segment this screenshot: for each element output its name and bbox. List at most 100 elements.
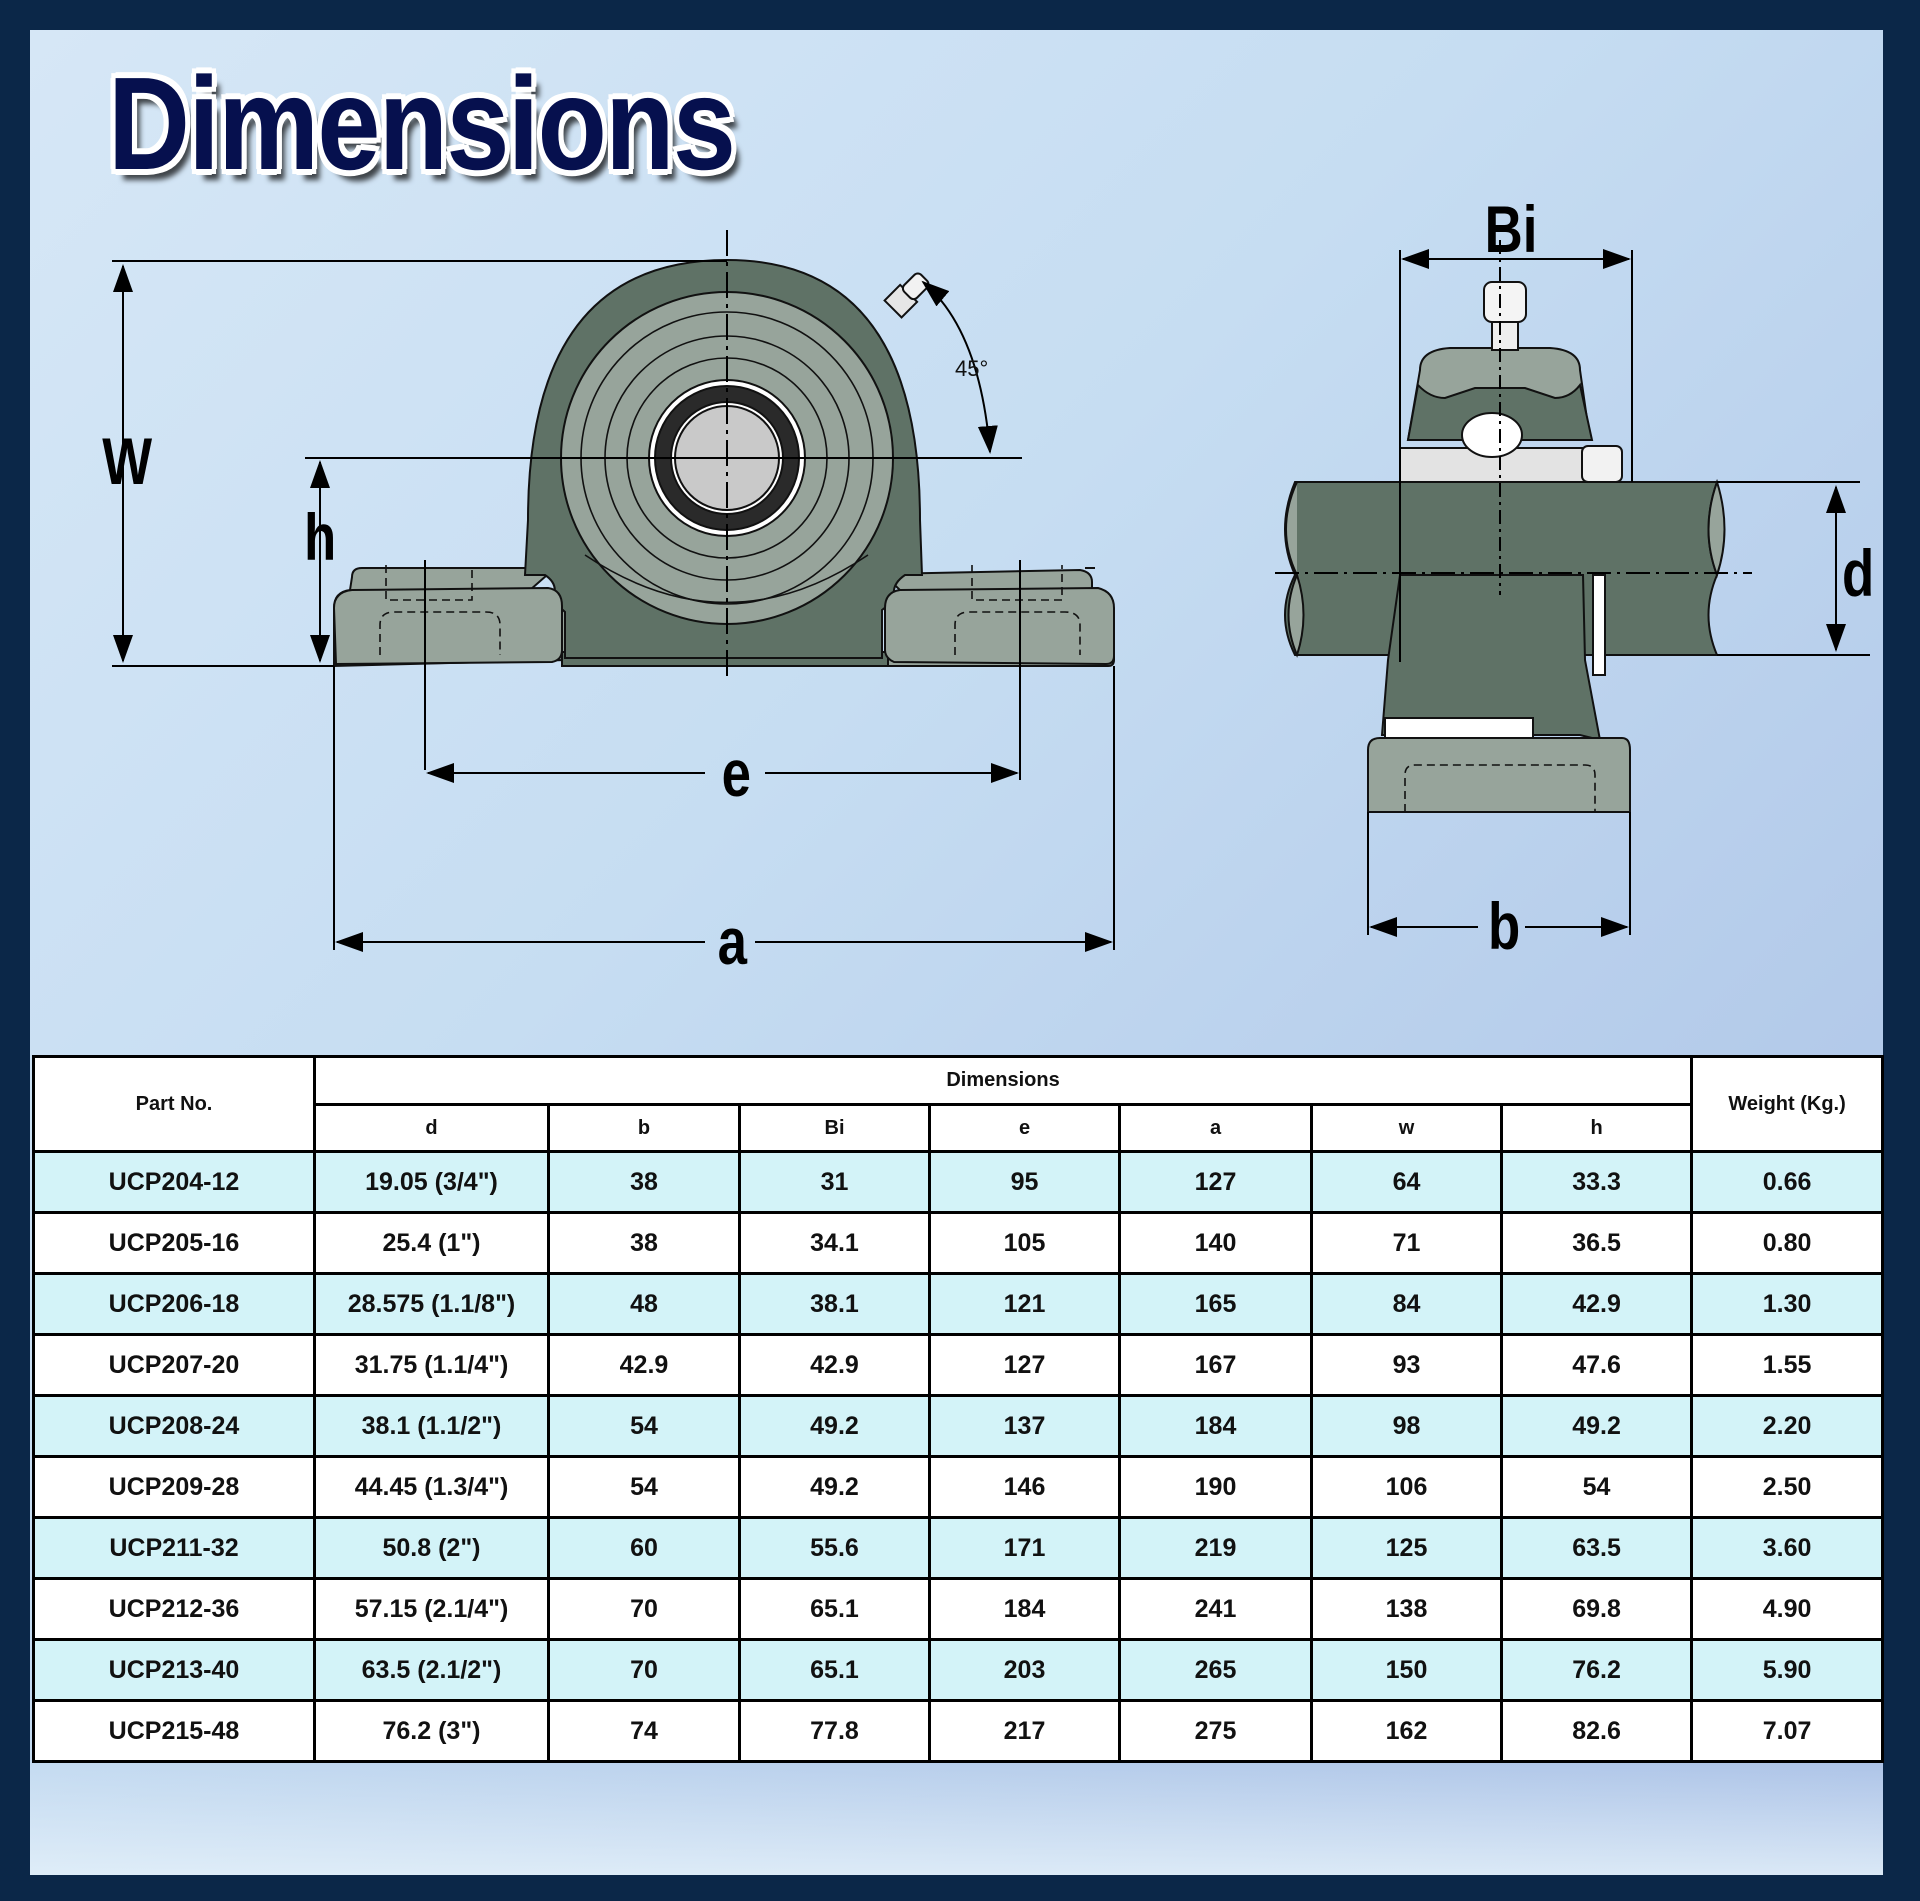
page-title: Dimensions xyxy=(108,50,736,197)
cell-a: 127 xyxy=(1118,1150,1313,1214)
cell-d: 25.4 (1") xyxy=(313,1211,550,1275)
cell-a: 265 xyxy=(1118,1638,1313,1702)
cell-weight: 3.60 xyxy=(1690,1516,1885,1580)
cell-bi: 49.2 xyxy=(738,1394,931,1458)
table-row: UCP211-32 50.8 (2") 60 55.6 171 219 125 … xyxy=(32,1516,1885,1580)
front-view-pillow-block xyxy=(332,258,1115,668)
cell-a: 167 xyxy=(1118,1333,1313,1397)
cell-weight: 7.07 xyxy=(1690,1699,1885,1763)
cell-e: 184 xyxy=(928,1577,1121,1641)
cell-d: 57.15 (2.1/4") xyxy=(313,1577,550,1641)
table-row: UCP205-16 25.4 (1") 38 34.1 105 140 71 3… xyxy=(32,1211,1885,1275)
cell-e: 105 xyxy=(928,1211,1121,1275)
cell-bi: 34.1 xyxy=(738,1211,931,1275)
cell-h: 42.9 xyxy=(1499,1272,1694,1336)
cell-w: 150 xyxy=(1310,1638,1503,1702)
cell-weight: 1.30 xyxy=(1690,1272,1885,1336)
cell-bi: 65.1 xyxy=(738,1638,931,1702)
cell-weight: 1.55 xyxy=(1690,1333,1885,1397)
cell-w: 71 xyxy=(1310,1211,1503,1275)
cell-part: UCP212-36 xyxy=(32,1577,316,1641)
cell-bi: 55.6 xyxy=(738,1516,931,1580)
cell-b: 38 xyxy=(547,1211,741,1275)
cell-w: 162 xyxy=(1310,1699,1503,1763)
cell-w: 138 xyxy=(1310,1577,1503,1641)
cell-weight: 0.66 xyxy=(1690,1150,1885,1214)
header-d: d xyxy=(313,1103,550,1153)
cell-part: UCP206-18 xyxy=(32,1272,316,1336)
cell-a: 219 xyxy=(1118,1516,1313,1580)
table-row: UCP206-18 28.575 (1.1/8") 48 38.1 121 16… xyxy=(32,1272,1885,1336)
label-h: h xyxy=(304,500,337,574)
header-dimensions: Dimensions xyxy=(312,1055,1694,1106)
label-b: b xyxy=(1488,889,1521,963)
cell-weight: 2.20 xyxy=(1690,1394,1885,1458)
cell-h: 63.5 xyxy=(1499,1516,1694,1580)
table-row: UCP213-40 63.5 (2.1/2") 70 65.1 203 265 … xyxy=(32,1638,1885,1702)
table-row: UCP215-48 76.2 (3") 74 77.8 217 275 162 … xyxy=(32,1699,1885,1763)
cell-a: 241 xyxy=(1118,1577,1313,1641)
cell-h: 82.6 xyxy=(1499,1699,1694,1763)
cell-a: 190 xyxy=(1118,1455,1313,1519)
cell-part: UCP207-20 xyxy=(32,1333,316,1397)
cell-h: 76.2 xyxy=(1499,1638,1694,1702)
label-e: e xyxy=(721,736,752,810)
cell-w: 106 xyxy=(1310,1455,1503,1519)
header-w: w xyxy=(1310,1103,1503,1153)
cell-a: 140 xyxy=(1118,1211,1313,1275)
cell-w: 98 xyxy=(1310,1394,1503,1458)
cell-part: UCP205-16 xyxy=(32,1211,316,1275)
cell-h: 69.8 xyxy=(1499,1577,1694,1641)
cell-weight: 4.90 xyxy=(1690,1577,1885,1641)
cell-b: 38 xyxy=(547,1150,741,1214)
table-row: UCP212-36 57.15 (2.1/4") 70 65.1 184 241… xyxy=(32,1577,1885,1641)
cell-d: 44.45 (1.3/4") xyxy=(313,1455,550,1519)
cell-w: 125 xyxy=(1310,1516,1503,1580)
cell-part: UCP204-12 xyxy=(32,1150,316,1214)
cell-e: 127 xyxy=(928,1333,1121,1397)
label-a: a xyxy=(717,904,748,978)
cell-a: 275 xyxy=(1118,1699,1313,1763)
side-view-pillow-block xyxy=(1284,281,1726,813)
table-row: UCP207-20 31.75 (1.1/4") 42.9 42.9 127 1… xyxy=(32,1333,1885,1397)
table-row: UCP204-12 19.05 (3/4") 38 31 95 127 64 3… xyxy=(32,1150,1885,1214)
header-e: e xyxy=(928,1103,1121,1153)
dimensions-table: Part No. Dimensions Weight (Kg.) d b Bi … xyxy=(32,1055,1885,1763)
cell-bi: 77.8 xyxy=(738,1699,931,1763)
cell-weight: 0.80 xyxy=(1690,1211,1885,1275)
header-weight: Weight (Kg.) xyxy=(1690,1055,1885,1153)
table-row: UCP208-24 38.1 (1.1/2") 54 49.2 137 184 … xyxy=(32,1394,1885,1458)
cell-b: 48 xyxy=(547,1272,741,1336)
cell-b: 74 xyxy=(547,1699,741,1763)
cell-part: UCP211-32 xyxy=(32,1516,316,1580)
cell-b: 54 xyxy=(547,1455,741,1519)
cell-d: 28.575 (1.1/8") xyxy=(313,1272,550,1336)
header-a: a xyxy=(1118,1103,1313,1153)
cell-e: 217 xyxy=(928,1699,1121,1763)
cell-a: 165 xyxy=(1118,1272,1313,1336)
cell-bi: 65.1 xyxy=(738,1577,931,1641)
cell-part: UCP208-24 xyxy=(32,1394,316,1458)
table-row: UCP209-28 44.45 (1.3/4") 54 49.2 146 190… xyxy=(32,1455,1885,1519)
cell-h: 33.3 xyxy=(1499,1150,1694,1214)
cell-b: 54 xyxy=(547,1394,741,1458)
cell-part: UCP215-48 xyxy=(32,1699,316,1763)
header-bi: Bi xyxy=(738,1103,931,1153)
header-part-no: Part No. xyxy=(32,1055,316,1153)
cell-d: 63.5 (2.1/2") xyxy=(313,1638,550,1702)
bearing-diagrams xyxy=(112,230,1870,952)
cell-e: 121 xyxy=(928,1272,1121,1336)
cell-e: 203 xyxy=(928,1638,1121,1702)
cell-e: 146 xyxy=(928,1455,1121,1519)
cell-e: 171 xyxy=(928,1516,1121,1580)
cell-h: 36.5 xyxy=(1499,1211,1694,1275)
label-bi: Bi xyxy=(1484,192,1538,266)
label-w: W xyxy=(102,424,153,498)
cell-bi: 38.1 xyxy=(738,1272,931,1336)
cell-bi: 49.2 xyxy=(738,1455,931,1519)
cell-weight: 5.90 xyxy=(1690,1638,1885,1702)
cell-bi: 31 xyxy=(738,1150,931,1214)
cell-e: 137 xyxy=(928,1394,1121,1458)
header-h: h xyxy=(1499,1103,1694,1153)
cell-b: 70 xyxy=(547,1638,741,1702)
